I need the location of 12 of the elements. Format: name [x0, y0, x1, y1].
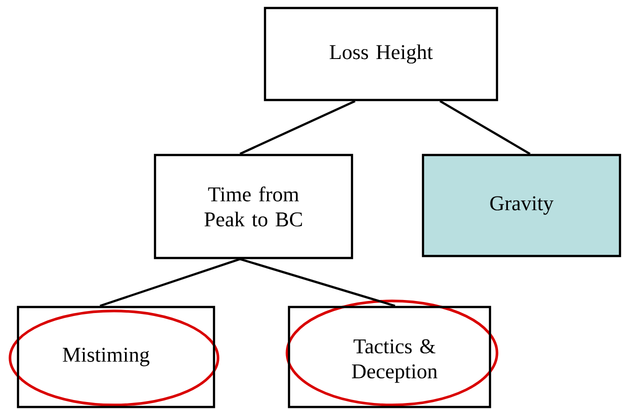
box-label: Time from Peak to BC	[204, 186, 302, 226]
box-label: Tactics & Deception	[352, 339, 438, 383]
box-label: Mistiming	[62, 348, 150, 366]
box-label: Gravity	[490, 196, 554, 215]
box-label: Loss Height	[330, 44, 433, 64]
connector-line	[240, 258, 396, 307]
connector-line	[100, 258, 240, 307]
connector-line	[439, 100, 531, 155]
box	[264, 6, 498, 102]
box	[422, 154, 622, 258]
box	[154, 154, 354, 260]
connector-line	[240, 100, 356, 155]
